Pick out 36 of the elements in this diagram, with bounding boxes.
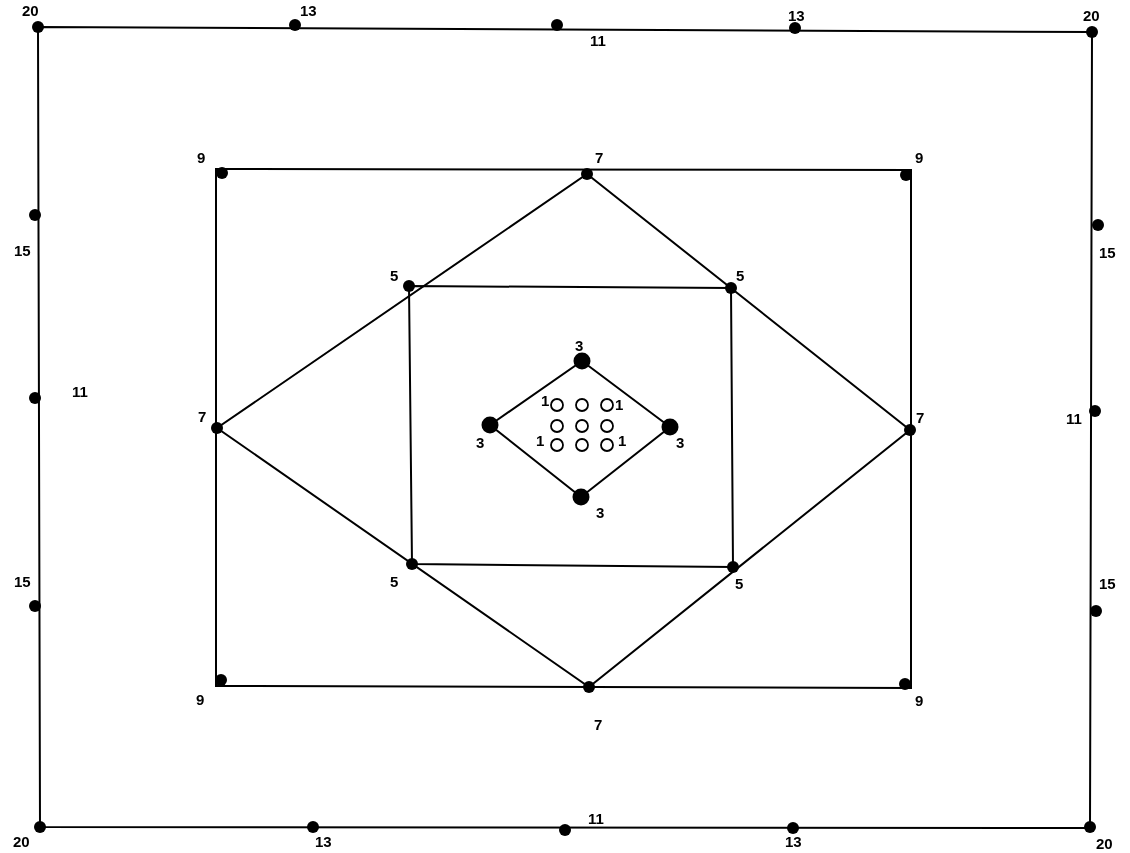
point-number: 15 (1099, 245, 1116, 260)
point-number: 15 (14, 243, 31, 258)
point-number: 13 (300, 3, 317, 18)
point-number: 3 (575, 338, 584, 353)
point-number: 13 (788, 8, 805, 23)
point-number: 9 (915, 150, 924, 165)
point-number: 1 (615, 397, 624, 412)
point-number: 7 (916, 410, 925, 425)
point-number: 11 (588, 811, 604, 826)
point-number: 15 (1099, 576, 1116, 591)
point-number: 9 (915, 693, 924, 708)
point-number: 11 (590, 33, 606, 48)
point-number: 7 (594, 717, 603, 732)
point-number: 1 (541, 393, 550, 408)
point-number: 20 (1096, 836, 1113, 851)
point-number: 1 (618, 433, 627, 448)
point-number: 3 (476, 435, 485, 450)
point-number: 5 (735, 576, 744, 591)
point-number: 13 (315, 834, 332, 849)
point-number: 5 (390, 268, 399, 283)
point-number: 3 (676, 435, 685, 450)
point-number: 1 (536, 433, 545, 448)
point-number: 11 (72, 384, 88, 399)
point-number: 7 (595, 150, 604, 165)
point-number: 20 (1083, 8, 1100, 23)
point-number: 3 (596, 505, 605, 520)
point-number: 9 (196, 692, 205, 707)
point-number: 7 (198, 409, 207, 424)
point-number: 20 (22, 3, 39, 18)
point-number: 5 (390, 574, 399, 589)
point-number: 13 (785, 834, 802, 849)
point-number: 20 (13, 834, 30, 849)
point-number: 15 (14, 574, 31, 589)
point-number: 9 (197, 150, 206, 165)
point-number: 5 (736, 268, 745, 283)
point-number: 11 (1066, 411, 1082, 426)
